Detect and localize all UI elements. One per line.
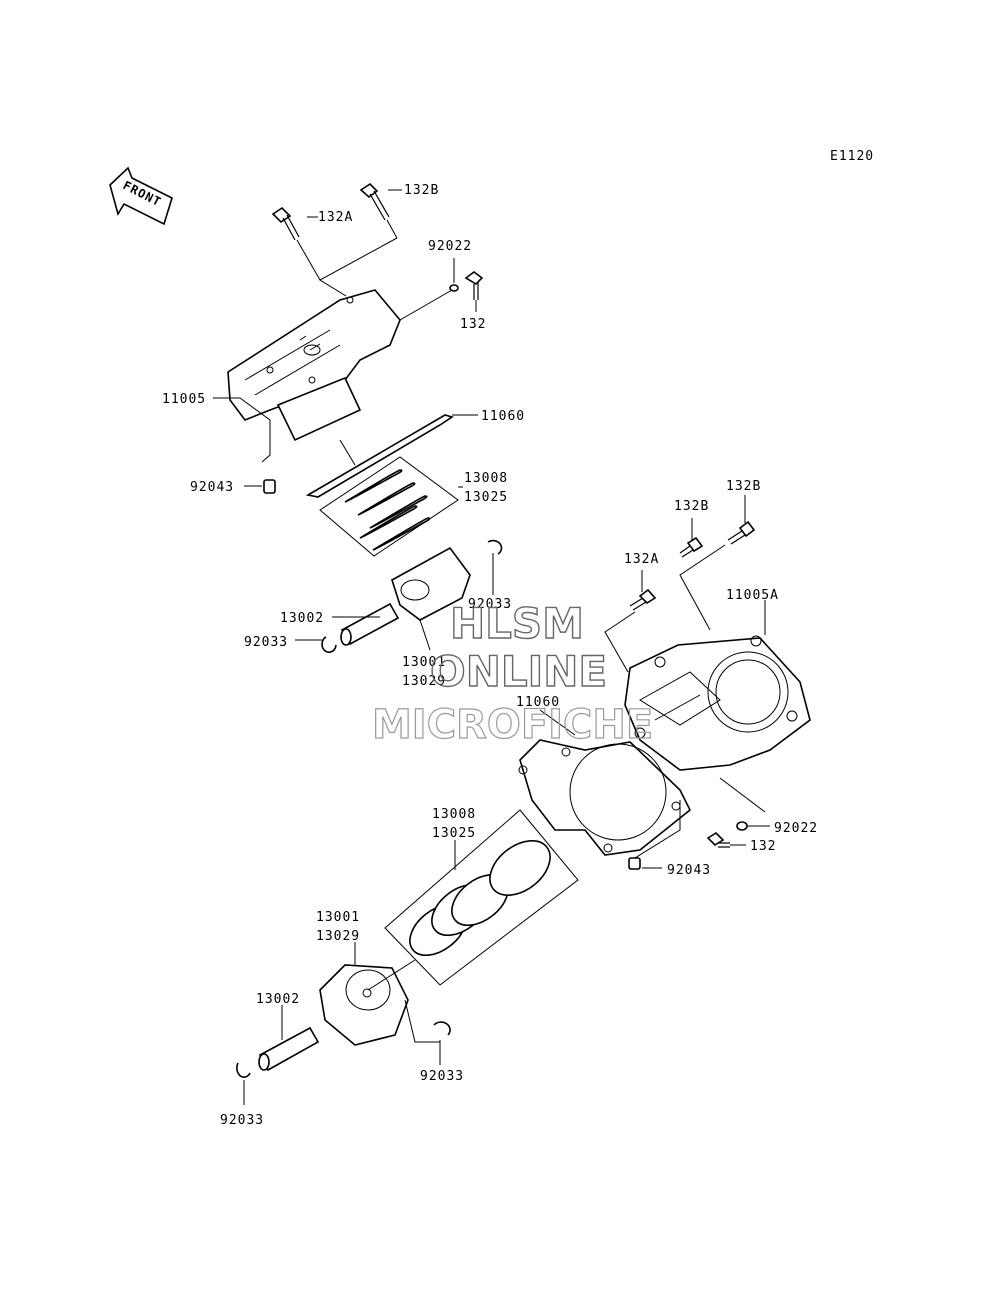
bolt-132b-right-1 xyxy=(679,518,704,558)
callout-13025-top: 13025 xyxy=(464,490,508,505)
circlip-92033-top-right xyxy=(487,539,503,555)
piston-pin-13002-bottom xyxy=(258,1005,320,1072)
piston-13001-top xyxy=(391,546,471,651)
callout-92033-mid: 92033 xyxy=(468,597,512,612)
bolt-132-right xyxy=(706,831,746,848)
circlip-92033-bottom-right xyxy=(433,1021,451,1036)
gasket-11060-top xyxy=(305,414,478,498)
callout-132b-right-2: 132B xyxy=(726,479,761,494)
callout-13029-bottom: 13029 xyxy=(316,929,360,944)
gasket-11060-right xyxy=(518,709,692,856)
watermark-line-1: HLSM xyxy=(450,599,584,648)
callout-132a-top: 132A xyxy=(318,210,353,225)
bolt-132a-right xyxy=(629,570,657,611)
piston-rings-13008-top xyxy=(319,456,463,557)
callout-92033-left: 92033 xyxy=(244,635,288,650)
cylinder-11005a xyxy=(624,635,811,771)
callout-132b-top: 132B xyxy=(404,183,439,198)
callout-92022-right: 92022 xyxy=(774,821,818,836)
bolt-132b-top xyxy=(359,182,398,239)
callout-132b-right-1: 132B xyxy=(674,499,709,514)
callout-92043-top: 92043 xyxy=(190,480,234,495)
watermark-line-2: ONLINE xyxy=(430,647,607,696)
callout-92033-bottom-right: 92033 xyxy=(420,1069,464,1084)
callout-13002-top: 13002 xyxy=(280,611,324,626)
bolt-132a-top xyxy=(271,206,321,281)
dowel-92043-top xyxy=(263,479,276,494)
piston-13001-bottom xyxy=(319,942,416,1046)
callout-11005a: 11005A xyxy=(726,588,779,603)
callout-labels: 132B 132A 92022 132 11005 11060 92043 13… xyxy=(162,183,818,1128)
watermark: HLSM ONLINE MICROFICHE xyxy=(371,598,653,748)
callout-92022-top: 92022 xyxy=(428,239,472,254)
cylinder-11005 xyxy=(227,289,401,442)
piston-rings-13008-bottom xyxy=(384,809,579,986)
callout-92043-right: 92043 xyxy=(667,863,711,878)
callout-92033-bottom-left: 92033 xyxy=(220,1113,264,1128)
bolt-132b-right-2 xyxy=(727,495,756,545)
circlip-92033-bottom-left xyxy=(236,1062,251,1078)
callout-13008-bottom: 13008 xyxy=(432,807,476,822)
callout-13002-bottom: 13002 xyxy=(256,992,300,1007)
diagram-code: E1120 xyxy=(830,149,874,164)
callout-13008-top: 13008 xyxy=(464,471,508,486)
dowel-92043-right xyxy=(628,857,641,870)
washer-92022-top xyxy=(449,258,459,292)
callout-132a-right: 132A xyxy=(624,552,659,567)
piston-pin-13002-top xyxy=(332,602,400,646)
circlip-92033-top-left xyxy=(321,636,337,653)
callout-11060-right: 11060 xyxy=(516,695,560,710)
callout-11005: 11005 xyxy=(162,392,206,407)
callout-13001-bottom: 13001 xyxy=(316,910,360,925)
callout-13001-top: 13001 xyxy=(402,655,446,670)
callout-132-right: 132 xyxy=(750,839,776,854)
callout-132-top: 132 xyxy=(460,317,486,332)
watermark-line-3: MICROFICHE xyxy=(372,702,653,748)
callout-13029-top: 13029 xyxy=(402,674,446,689)
washer-92022-right xyxy=(736,821,748,831)
front-arrow-icon: FRONT xyxy=(109,166,173,226)
callout-13025-bottom: 13025 xyxy=(432,826,476,841)
bolt-132-top xyxy=(464,271,484,312)
callout-11060-top: 11060 xyxy=(481,409,525,424)
